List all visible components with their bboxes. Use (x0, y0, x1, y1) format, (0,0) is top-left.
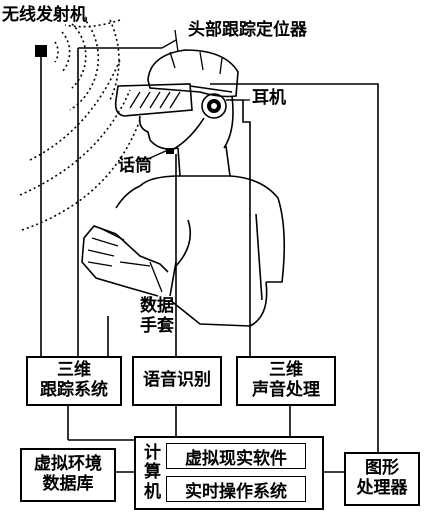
computer-char3: 机 (144, 483, 161, 503)
computer-char2: 算 (144, 463, 161, 483)
head-tracker-label: 头部跟踪定位器 (188, 22, 307, 39)
vr-software-box: 虚拟现实软件 (166, 443, 306, 469)
database-box: 虚拟环境 数据库 (20, 448, 116, 502)
speech-label: 语音识别 (143, 371, 211, 391)
sound-processing-box: 三维 声音处理 (236, 356, 336, 406)
realtime-os-box: 实时操作系统 (166, 476, 306, 502)
graphics-line1: 图形 (365, 459, 399, 479)
graphics-line2: 处理器 (357, 479, 408, 499)
sound-line2: 声音处理 (252, 381, 320, 401)
graphics-processor-box: 图形 处理器 (344, 452, 420, 506)
computer-char1: 计 (144, 444, 161, 464)
tracking-line1: 三维 (57, 361, 91, 381)
glove-label-line2: 手套 (140, 318, 174, 335)
tracking-line2: 跟踪系统 (40, 381, 108, 401)
transmitter-icon (35, 45, 47, 57)
sound-line1: 三维 (269, 361, 303, 381)
speech-recognition-box: 语音识别 (132, 356, 222, 406)
database-line1: 虚拟环境 (34, 455, 102, 475)
tracking-system-box: 三维 跟踪系统 (26, 356, 122, 406)
glove-label-line1: 数据 (140, 298, 174, 315)
database-line2: 数据库 (43, 475, 94, 495)
transmitter-label: 无线发射机 (2, 7, 87, 24)
earphone-label: 耳机 (252, 90, 286, 107)
microphone-label: 话筒 (118, 158, 152, 175)
